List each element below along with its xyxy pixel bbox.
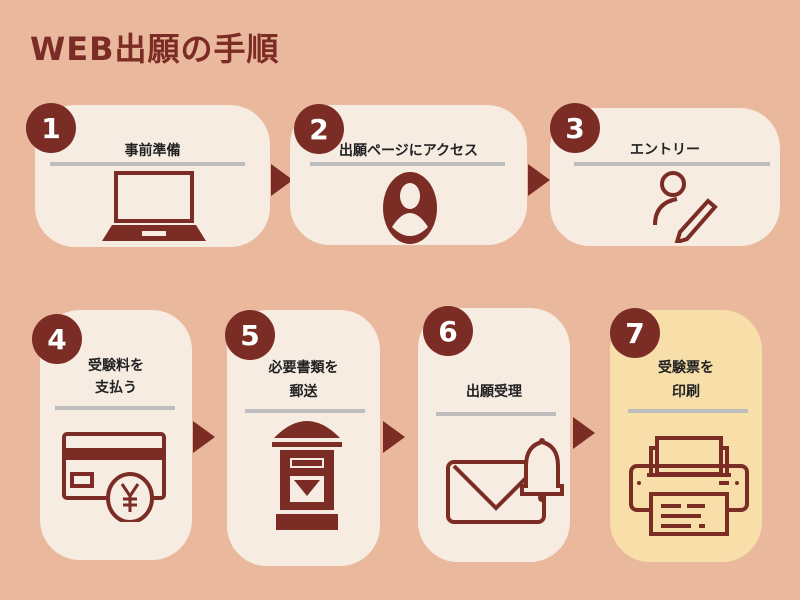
divider <box>55 406 175 410</box>
divider <box>628 409 748 413</box>
step-label-line1: 必要書類を <box>268 360 339 376</box>
arrow-right-icon <box>193 421 215 453</box>
step-label: 出願ページにアクセス <box>338 143 479 159</box>
step-label-line2: 印刷 <box>672 384 700 400</box>
laptop-icon <box>102 171 206 241</box>
arrow-right-icon <box>383 421 405 453</box>
divider <box>436 412 556 416</box>
step-number-badge: 4 <box>32 314 82 364</box>
step-number-badge: 3 <box>550 103 600 153</box>
mail-notification-icon <box>446 438 564 524</box>
postbox-icon <box>272 421 342 530</box>
user-edit-icon <box>653 171 718 243</box>
divider <box>50 162 245 166</box>
step-number-badge: 2 <box>294 104 344 154</box>
arrow-right-icon <box>271 164 293 196</box>
page-title: WEB出願の手順 <box>30 30 280 68</box>
arrow-right-icon <box>573 417 595 449</box>
step-number-badge: 1 <box>26 103 76 153</box>
step-label: 出願受理 <box>466 384 522 400</box>
step-label-line2: 支払う <box>95 380 137 396</box>
step-number-badge: 5 <box>225 310 275 360</box>
credit-card-yen-icon <box>62 432 166 522</box>
step-label-line1: 受験票を <box>658 360 714 376</box>
step-number-badge: 7 <box>610 308 660 358</box>
arrow-right-icon <box>528 164 550 196</box>
step-label: 事前準備 <box>124 143 181 159</box>
divider <box>310 162 505 166</box>
printer-icon <box>629 436 749 536</box>
user-avatar-icon <box>383 172 437 244</box>
step-label: エントリー <box>630 142 700 158</box>
step-label-line2: 郵送 <box>289 384 318 400</box>
step-number-badge: 6 <box>423 306 473 356</box>
step-label-line1: 受験料を <box>88 358 144 374</box>
divider <box>574 162 770 166</box>
divider <box>245 409 365 413</box>
